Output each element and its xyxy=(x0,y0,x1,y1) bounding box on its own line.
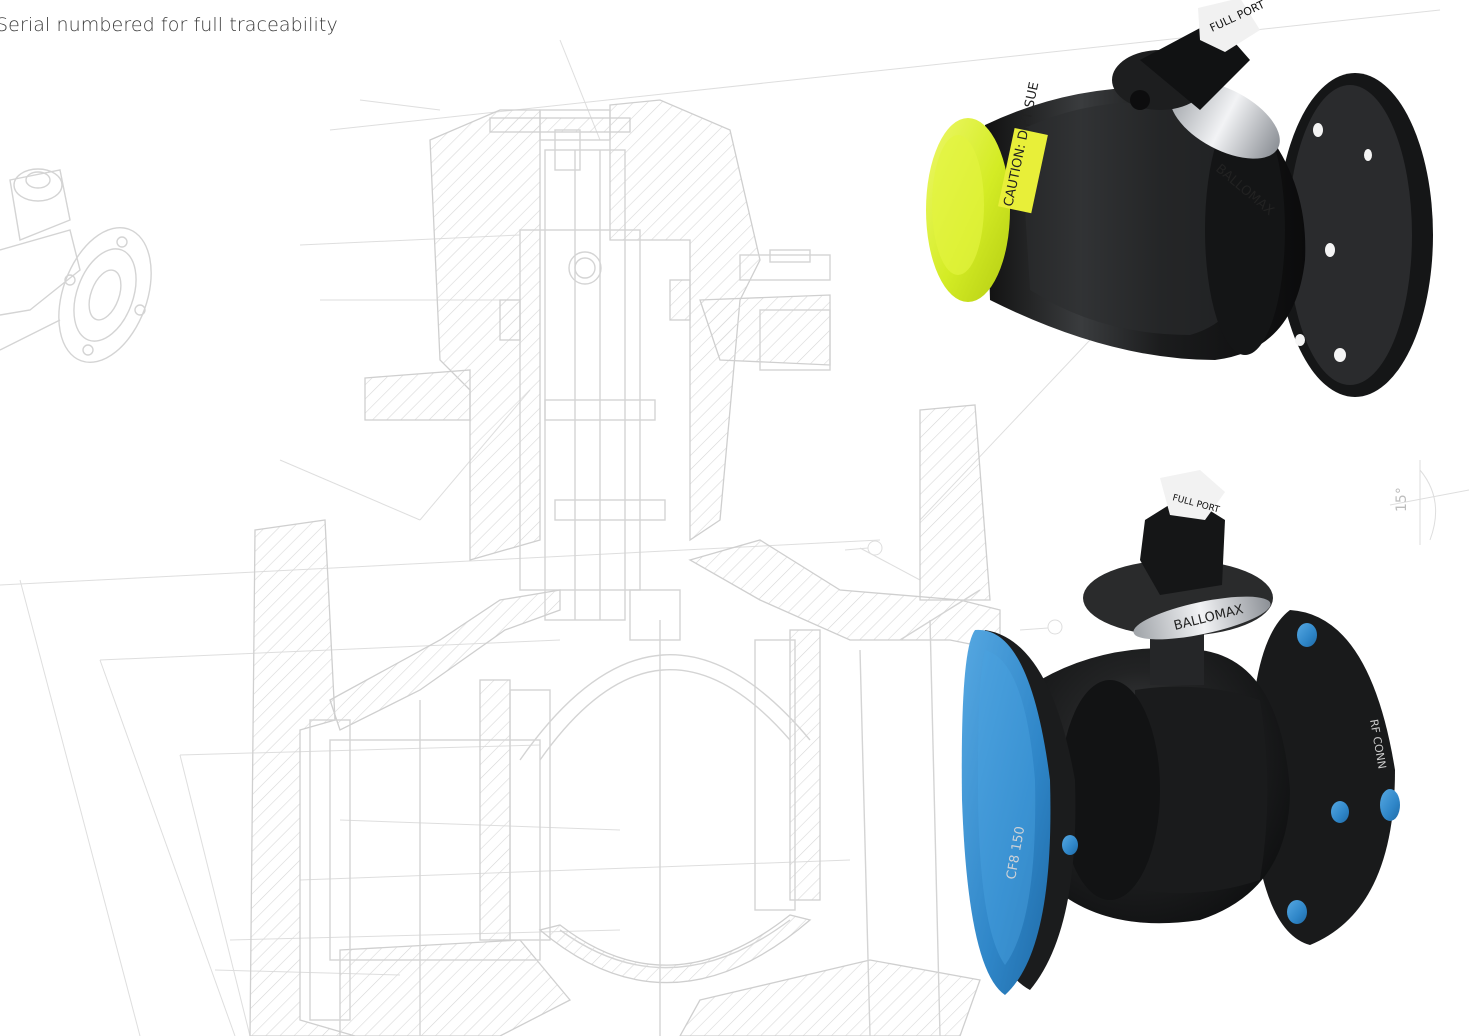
weld-symbols xyxy=(844,540,1063,635)
drawing-small-valve-sketch xyxy=(0,168,152,364)
feature-caption: Serial numbered for full traceability xyxy=(0,14,338,36)
top-valve-handle-cap xyxy=(1198,0,1260,52)
bottom-valve-blue-plugs-right xyxy=(1287,623,1400,924)
bottom-valve-indicator-plate xyxy=(1133,596,1271,640)
top-valve-flange-bolt-holes xyxy=(1295,123,1372,362)
angle-label: 15° xyxy=(1394,487,1410,512)
bottom-valve-blue-plug-left xyxy=(1062,835,1078,855)
drawing-valve-body xyxy=(249,404,1001,1036)
drawing-stem-housing xyxy=(364,99,831,641)
bottom-valve-right-flange xyxy=(1250,610,1395,945)
bottom-valve-blue-cap xyxy=(961,629,1051,995)
bottom-valve-handle xyxy=(1140,495,1225,595)
bottom-valve-handle-cap xyxy=(1160,470,1225,520)
